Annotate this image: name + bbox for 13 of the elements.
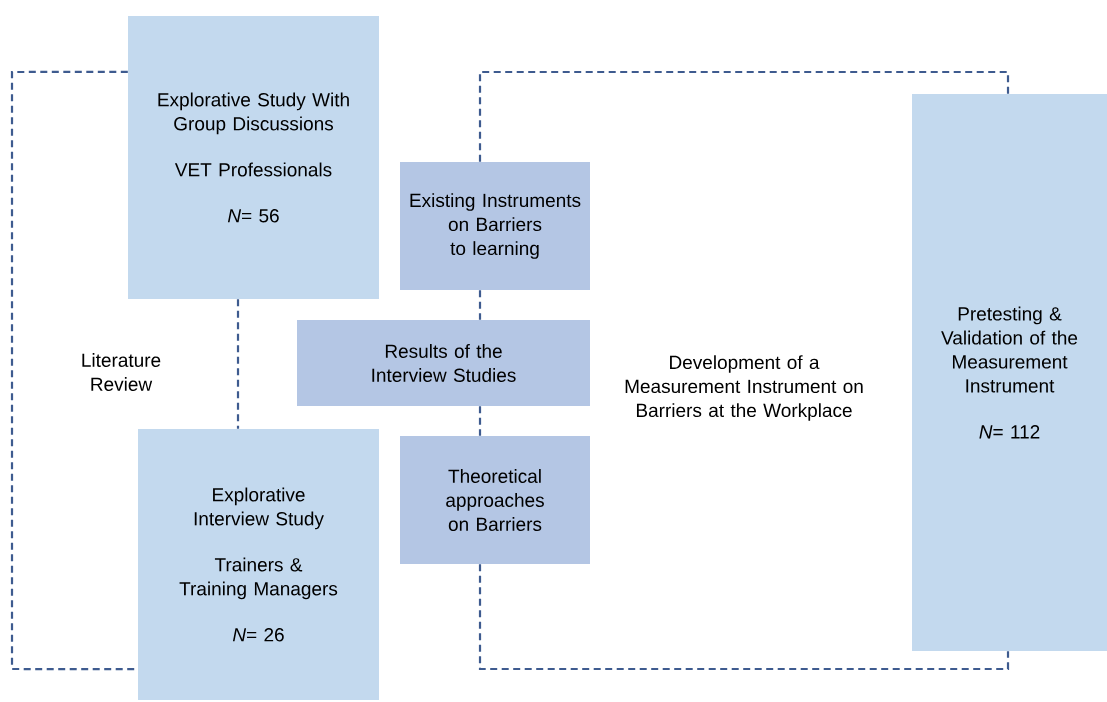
connector-line [478, 290, 482, 320]
text-box: Existing Instruments on Barriers to learning [400, 162, 590, 290]
connector-line [478, 406, 482, 436]
text-box: Explorative Study With Group Discussions VET Professionals N= 56 [128, 16, 379, 299]
text-box: Explorative Interview Study Trainers & Training Managers N= 26 [138, 429, 379, 700]
text-label: Literature Review [82, 353, 161, 391]
text-box: Theoretical approaches on Barriers [400, 436, 590, 564]
connector-line [478, 564, 1010, 671]
text-label: Development of a Measurement Instrument on Barriers at the Workplace [625, 355, 863, 421]
connector-line [236, 299, 240, 429]
text-box: Pretesting & Validation of the Measurement Instrument N= 112 [912, 94, 1107, 651]
text-box: Results of the Interview Studies [297, 320, 590, 406]
connector-line [478, 70, 1010, 162]
